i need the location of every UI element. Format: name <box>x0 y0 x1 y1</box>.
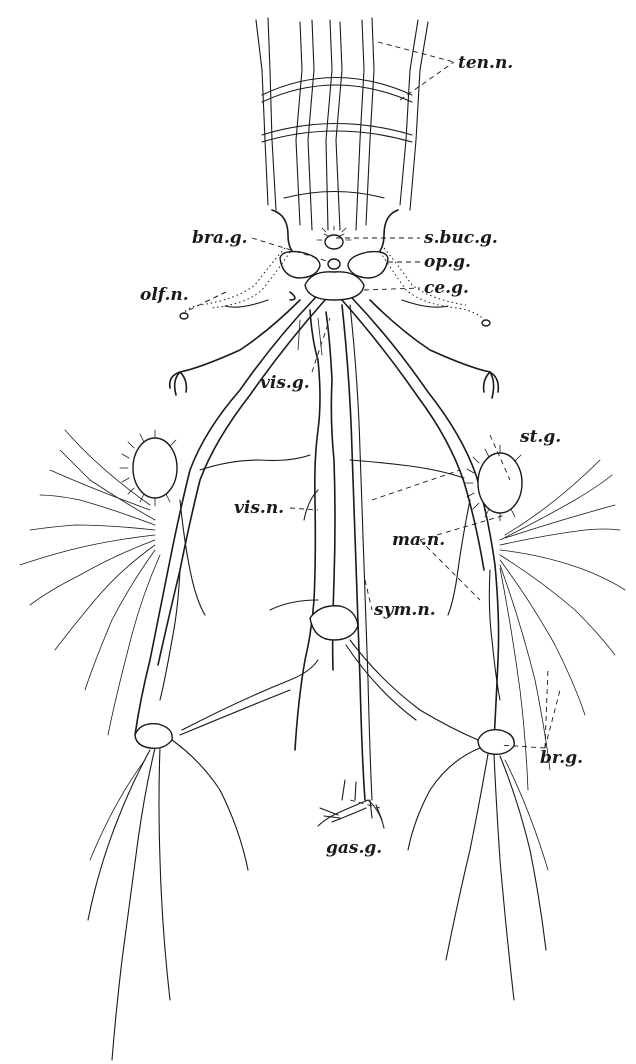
main-nerve-trunks <box>135 298 499 740</box>
leader-lines <box>185 42 560 808</box>
label-s-buc-g: s.buc.g. <box>423 228 498 248</box>
label-ce-g: ce.g. <box>424 278 469 298</box>
gastric-ganglion <box>318 780 384 828</box>
label-vis-n: vis.n. <box>234 498 284 518</box>
fan-nerves-right <box>500 460 625 790</box>
sympathetic-nerve <box>342 305 372 800</box>
label-st-g: st.g. <box>519 427 561 447</box>
stellate-ganglion-left <box>120 430 177 506</box>
tentacle-nerves <box>256 18 428 230</box>
stellate-ganglion-right <box>465 445 522 521</box>
label-vis-g: vis.g. <box>260 373 310 393</box>
cerebral-ganglia <box>272 210 398 300</box>
label-sym-n: sym.n. <box>373 600 436 620</box>
label-op-g: op.g. <box>424 252 471 272</box>
label-olf-n: olf.n. <box>140 285 189 305</box>
label-ma-n: ma.n. <box>392 530 445 550</box>
label-bra-g: bra.g. <box>192 228 248 248</box>
label-gas-g: gas.g. <box>326 838 382 858</box>
label-ten-n: ten.n. <box>458 53 513 73</box>
branchial-ganglia <box>88 640 548 1060</box>
label-br-g: br.g. <box>540 748 583 768</box>
